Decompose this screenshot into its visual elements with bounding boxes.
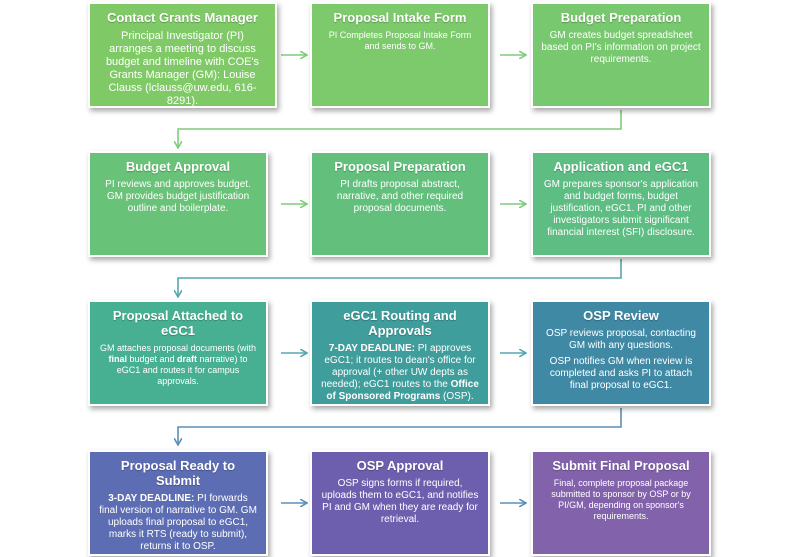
step-description: GM prepares sponsor's application and bu…	[543, 179, 699, 238]
step-proposal-attached-to-egc1: Proposal Attached to eGC1 GM attaches pr…	[88, 300, 268, 406]
step-title: OSP Review	[583, 308, 659, 323]
step-budget-approval: Budget Approval PI reviews and approves …	[88, 151, 268, 257]
step-submit-final-proposal: Submit Final Proposal Final, complete pr…	[531, 450, 711, 556]
deadline-label: 3-DAY DEADLINE:	[108, 493, 195, 504]
arrow-application-to-attached	[178, 259, 622, 296]
step-description: Final, complete proposal package submitt…	[551, 478, 691, 521]
step-title: Proposal Preparation	[334, 159, 466, 174]
step-description: PI Completes Proposal Intake Form and se…	[328, 30, 472, 51]
step-description: 7-DAY DEADLINE: PI approves eGC1; it rou…	[321, 343, 479, 402]
step-title: Proposal Intake Form	[333, 10, 467, 25]
step-title: Submit Final Proposal	[552, 458, 690, 473]
step-proposal-ready-to-submit: Proposal Ready to Submit 3-DAY DEADLINE:…	[88, 450, 268, 556]
step-description: PI drafts proposal abstract, narrative, …	[336, 179, 464, 214]
step-description: OSP reviews proposal, contacting GM with…	[546, 328, 696, 351]
step-title: OSP Approval	[356, 458, 444, 473]
step-egc1-routing-and-approvals: eGC1 Routing and Approvals 7-DAY DEADLIN…	[310, 300, 490, 406]
step-budget-preparation: Budget Preparation GM creates budget spr…	[531, 2, 711, 108]
step-application-and-egc1: Application and eGC1 GM prepares sponsor…	[531, 151, 711, 257]
arrow-budget-to-approval	[178, 110, 622, 147]
step-title: Budget Approval	[125, 159, 231, 174]
step-description-2: OSP notifies GM when review is completed…	[549, 356, 693, 391]
step-title: Budget Preparation	[560, 10, 682, 25]
step-description: Principal Investigator (PI) arranges a m…	[105, 30, 260, 107]
step-proposal-preparation: Proposal Preparation PI drafts proposal …	[310, 151, 490, 257]
step-title: Proposal Ready to Submit	[120, 458, 236, 488]
step-title: Proposal Attached to eGC1	[112, 308, 244, 338]
step-description: PI reviews and approves budget. GM provi…	[105, 179, 251, 214]
step-description: 3-DAY DEADLINE: PI forwards final versio…	[99, 493, 257, 552]
step-contact-grants-manager: Contact Grants Manager Principal Investi…	[88, 2, 277, 108]
step-description: OSP signs forms if required, uploads the…	[321, 478, 479, 525]
deadline-label: 7-DAY DEADLINE:	[328, 343, 415, 354]
step-title: Application and eGC1	[553, 159, 689, 174]
step-description: GM attaches proposal documents (with fin…	[99, 343, 257, 386]
step-description: GM creates budget spreadsheet based on P…	[541, 30, 701, 65]
step-title: eGC1 Routing and Approvals	[343, 308, 457, 338]
step-title: Contact Grants Manager	[107, 10, 258, 25]
step-osp-approval: OSP Approval OSP signs forms if required…	[310, 450, 490, 556]
arrow-review-to-ready	[178, 408, 622, 444]
step-osp-review: OSP Review OSP reviews proposal, contact…	[531, 300, 711, 406]
step-proposal-intake-form: Proposal Intake Form PI Completes Propos…	[310, 2, 490, 108]
